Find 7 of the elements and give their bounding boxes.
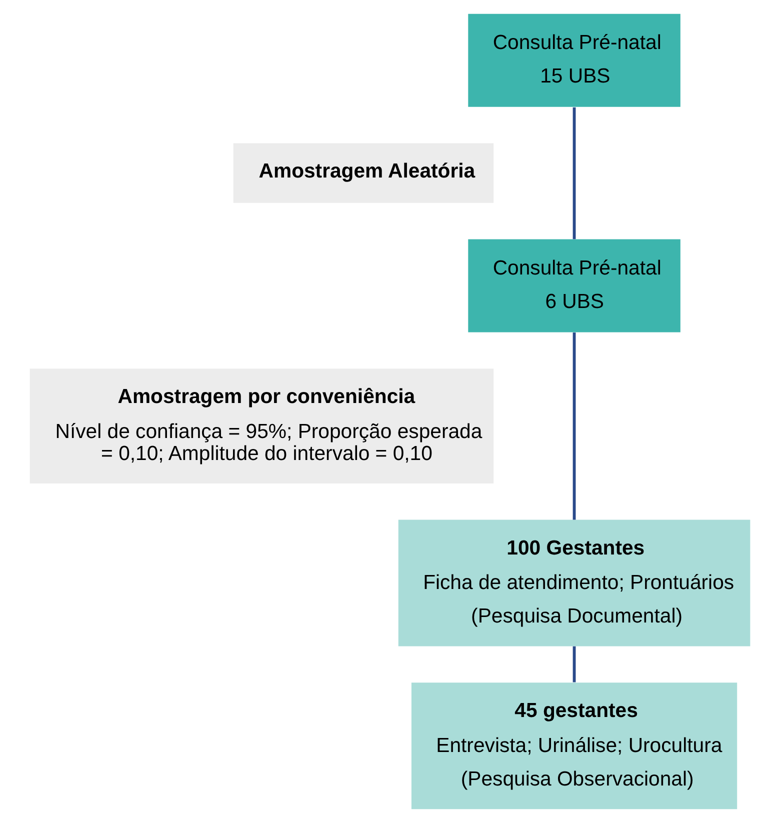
connector [572,646,576,682]
connector [572,107,576,240]
node-box: Consulta Pré-natal 6 UBS [468,239,680,332]
node-box: Consulta Pré-natal 15 UBS [468,14,680,107]
node-box: 100 Gestantes Ficha de atendimento; Prontuários (Pesquisa Documental) [398,520,750,646]
node-box: 45 gestantes Entrevista; Urinálise; Urocultura (Pesquisa Observacional) [411,682,738,810]
connector [572,332,576,520]
